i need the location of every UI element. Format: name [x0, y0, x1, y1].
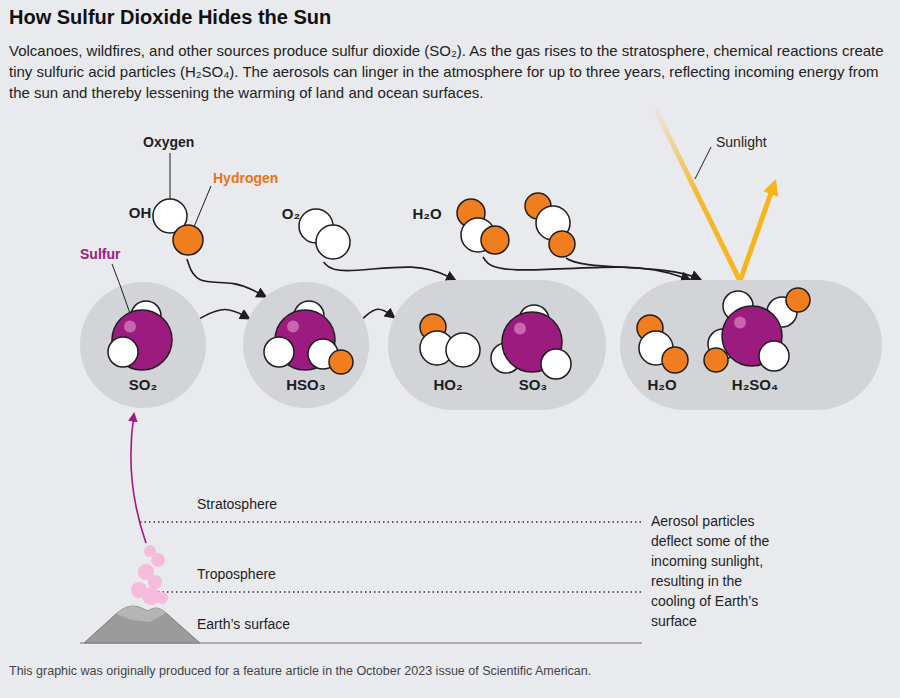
molecule-formula: H₂O	[647, 376, 676, 393]
reaction-arrow	[483, 257, 690, 280]
reactant-molecule: H₂O	[408, 195, 508, 257]
molecule-formula: H₂SO₄	[732, 376, 778, 393]
leader-line	[695, 147, 711, 179]
atom	[704, 348, 728, 372]
node-outline	[80, 282, 206, 408]
atom	[759, 341, 789, 371]
atom	[264, 337, 294, 367]
molecule-drawing	[153, 199, 203, 255]
molecule-drawing	[637, 288, 810, 373]
part-label: Hydrogen	[213, 170, 278, 186]
leader-line	[170, 153, 171, 206]
atom	[662, 347, 688, 373]
plume	[131, 545, 168, 605]
volcano-top	[116, 606, 166, 622]
molecule-drawing	[264, 301, 353, 374]
reaction-arrow	[200, 309, 249, 318]
atom	[329, 350, 353, 374]
incoming-sunlight	[655, 108, 740, 281]
leader-line	[112, 264, 120, 285]
troposphere-line	[140, 591, 642, 593]
molecule-drawing	[108, 301, 172, 370]
molecule-drawing	[299, 209, 350, 259]
layer-label: Stratosphere	[197, 496, 277, 512]
atom	[446, 333, 480, 367]
atom-highlight	[514, 323, 526, 335]
atom	[108, 337, 138, 367]
atom	[173, 225, 203, 255]
atom	[541, 349, 571, 379]
molecule-formula: HO₂	[433, 376, 462, 393]
note-text: Aerosol particles deflect some of the in…	[651, 511, 783, 631]
atom	[481, 226, 509, 254]
layer-label: Troposphere	[197, 566, 276, 582]
molecule-drawing	[420, 305, 571, 379]
molecule-formula: OH	[129, 204, 152, 221]
atom-highlight	[287, 321, 299, 333]
layer-label: Earth’s surface	[197, 616, 290, 632]
node-outline	[388, 280, 606, 410]
atom	[786, 288, 810, 312]
rising-gas-arrow	[131, 414, 146, 543]
molecule-formula: SO₃	[519, 376, 548, 393]
reaction-products: HO₂ SO₃	[388, 280, 606, 410]
molecule-circle: HSO₃	[243, 282, 369, 408]
water-molecule	[525, 193, 575, 257]
reaction-arrow	[363, 309, 394, 318]
title: How Sulfur Dioxide Hides the Sun	[9, 6, 331, 29]
part-label: Sulfur	[80, 246, 120, 262]
molecule-circle: SO₂	[80, 282, 206, 408]
reactant-molecule: OH	[118, 195, 210, 259]
reaction-arrow	[324, 262, 455, 280]
atom-highlight	[734, 317, 746, 329]
callout-label: Sunlight	[716, 134, 767, 150]
reaction-products: H₂O H₂SO₄	[620, 280, 882, 410]
stratosphere-line	[140, 521, 642, 523]
node-outline	[620, 280, 882, 410]
molecule-formula: HSO₃	[286, 376, 325, 393]
node-shape	[408, 195, 508, 257]
volcano	[84, 606, 200, 643]
molecule-formula: H₂O	[412, 205, 441, 222]
caption: Volcanoes, wildfires, and other sources …	[9, 40, 894, 103]
reflected-sunlight	[740, 193, 771, 281]
node-outline	[243, 282, 369, 408]
molecule-formula: SO₂	[129, 376, 157, 393]
atom-highlight	[124, 321, 136, 333]
credit-note: This graphic was originally produced for…	[9, 664, 591, 678]
part-label: Oxygen	[143, 134, 194, 150]
molecule-formula: O₂	[282, 205, 300, 222]
reaction-arrow	[187, 259, 266, 297]
atom	[316, 225, 350, 259]
sunlight-arrowhead	[763, 179, 778, 197]
molecule-drawing	[457, 199, 509, 254]
node-shape	[388, 280, 606, 410]
reactant-molecule: O₂	[278, 200, 354, 262]
